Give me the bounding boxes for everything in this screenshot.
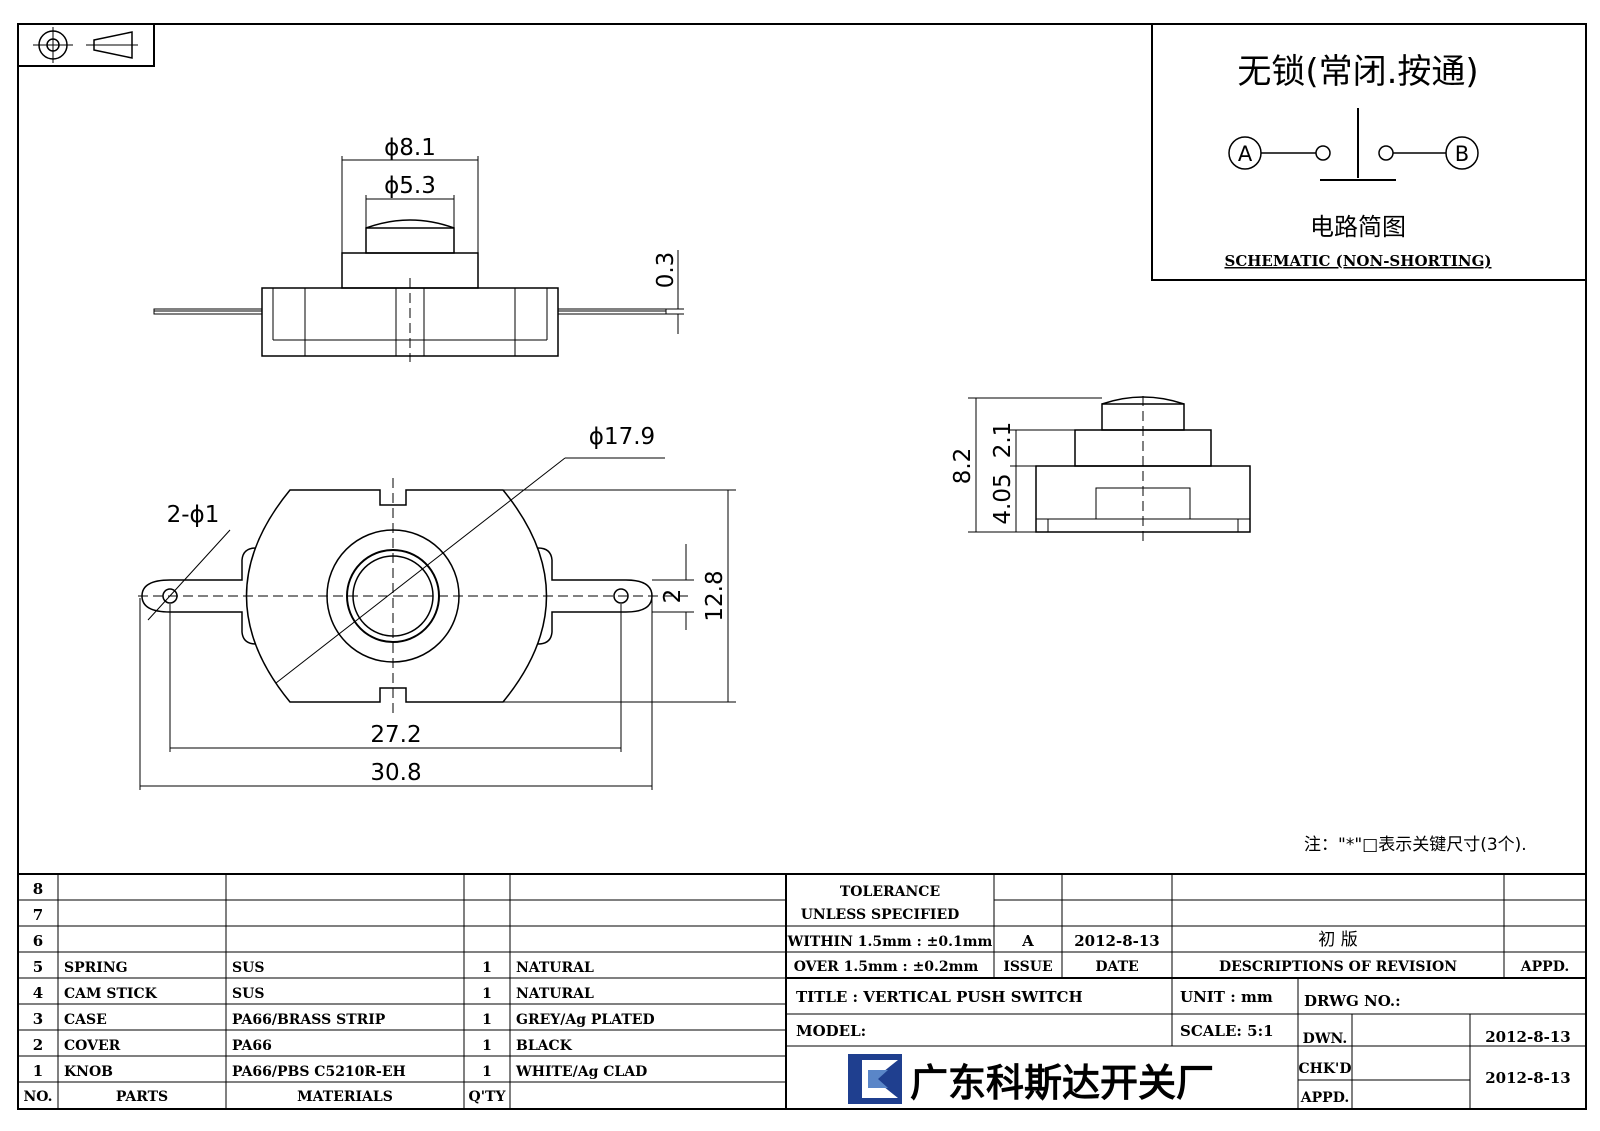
bom-no-5: 5 (33, 958, 43, 976)
dim-inner-dia: ϕ5.3 (384, 173, 436, 199)
tolerance-line-1: TOLERANCE (840, 884, 940, 900)
dim-hole-dia: 2-ϕ1 (167, 502, 220, 528)
bom-finish-2: BLACK (516, 1038, 573, 1054)
tolerance-line-2: UNLESS SPECIFIED (801, 907, 960, 923)
dim-body-height: 4.05 (990, 473, 1016, 524)
appd-label: APPD. (1520, 959, 1569, 975)
bom-no-1: 1 (33, 1062, 43, 1080)
bom-part-2: COVER (64, 1038, 121, 1054)
bom-part-3: CASE (64, 1012, 107, 1028)
revision-description: 初 版 (1318, 930, 1357, 950)
dim-terminal-width: 2 (660, 589, 686, 604)
bom-qty-5: 1 (482, 960, 492, 976)
scale-label: SCALE: 5:1 (1180, 1022, 1274, 1040)
model-label: MODEL: (796, 1022, 866, 1040)
schematic-caption-en: SCHEMATIC (NON-SHORTING) (1224, 252, 1491, 270)
projection-symbol-icon (17, 23, 155, 67)
schematic-caption-cn: 电路简图 (1310, 213, 1406, 241)
unit-label: UNIT : mm (1180, 988, 1273, 1006)
bom-no-8: 8 (33, 880, 43, 898)
bom-no-2: 2 (33, 1036, 43, 1054)
descriptions-label: DESCRIPTIONS OF REVISION (1219, 959, 1457, 975)
bom-qty-3: 1 (482, 1012, 492, 1028)
bom-material-1: PA66/PBS C5210R-EH (232, 1064, 406, 1080)
bom-header-no: NO. (23, 1089, 52, 1105)
dim-total-height: 8.2 (950, 448, 976, 485)
drawing-number-label: DRWG NO.: (1304, 992, 1401, 1010)
dim-overall-width: 30.8 (370, 760, 421, 786)
appd-sign-label: APPD. (1300, 1090, 1349, 1106)
top-view: ϕ8.1 ϕ5.3 0.3 (153, 135, 684, 362)
bom-qty-4: 1 (482, 986, 492, 1002)
bom-part-4: CAM STICK (64, 986, 158, 1002)
bom-header-qty: Q'TY (469, 1089, 507, 1105)
bom-header-materials: MATERIALS (297, 1089, 393, 1105)
node-b-label: B (1455, 142, 1469, 166)
chkd-date: 2012-8-13 (1485, 1069, 1571, 1087)
bom-finish-4: NATURAL (516, 986, 594, 1002)
tolerance-within: WITHIN 1.5mm : ±0.1mm (787, 934, 993, 950)
date-label: DATE (1095, 959, 1138, 975)
dim-body-dia: ϕ17.9 (589, 424, 655, 450)
dim-outer-dia: ϕ8.1 (384, 135, 436, 161)
schematic-title: 无锁(常闭.按通) (1237, 52, 1478, 92)
tolerance-over: OVER 1.5mm : ±0.2mm (794, 959, 979, 975)
issue-date-value: 2012-8-13 (1074, 932, 1160, 950)
bom-qty-2: 1 (482, 1038, 492, 1054)
company-name: 广东科斯达开关厂 (910, 1061, 1214, 1105)
company-logo-icon (848, 1054, 902, 1104)
dim-terminal-thickness: 0.3 (653, 252, 679, 289)
dwn-date: 2012-8-13 (1485, 1028, 1571, 1046)
key-dimension-note: 注："*"□表示关键尺寸(3个). (1304, 835, 1527, 855)
bom-finish-3: GREY/Ag PLATED (516, 1012, 655, 1028)
node-a-label: A (1238, 142, 1253, 166)
bom-no-6: 6 (33, 932, 43, 950)
bom-material-2: PA66 (232, 1038, 272, 1054)
dim-hole-spacing: 27.2 (370, 722, 421, 748)
dim-height: 12.8 (702, 570, 728, 621)
bom-qty-1: 1 (482, 1064, 492, 1080)
bom-finish-5: NATURAL (516, 960, 594, 976)
issue-label: ISSUE (1003, 959, 1052, 975)
chkd-label: CHK'D (1299, 1061, 1352, 1077)
schematic-box: 无锁(常闭.按通) A B 电路简图 SCHEMATIC (NON-SHORTI… (1151, 23, 1587, 281)
dwn-label: DWN. (1303, 1031, 1348, 1047)
bom-material-3: PA66/BRASS STRIP (232, 1012, 386, 1028)
bom-part-5: SPRING (64, 960, 128, 976)
bom-finish-1: WHITE/Ag CLAD (515, 1064, 647, 1080)
side-view: 8.2 2.1 4.05 (950, 396, 1251, 546)
front-view: ϕ17.9 2-ϕ1 2 12.8 27.2 30.8 (138, 424, 736, 790)
bom-material-4: SUS (232, 986, 264, 1002)
sheet-frame (17, 23, 1587, 1110)
issue-value: A (1021, 932, 1034, 950)
title-block: TOLERANCE UNLESS SPECIFIED WITHIN 1.5mm … (786, 873, 1586, 1109)
bom-part-1: KNOB (64, 1064, 113, 1080)
bom-no-4: 4 (33, 984, 43, 1002)
bom-no-3: 3 (33, 1010, 43, 1028)
bom-material-5: SUS (232, 960, 264, 976)
bom-no-7: 7 (33, 906, 43, 924)
bom-table: 8 7 6 5 SPRING SUS 1 NATURAL 4 CAM STICK… (18, 873, 787, 1109)
bom-header-parts: PARTS (116, 1089, 168, 1105)
dim-button-height: 2.1 (990, 422, 1016, 459)
drawing-title: TITLE : VERTICAL PUSH SWITCH (796, 988, 1083, 1006)
